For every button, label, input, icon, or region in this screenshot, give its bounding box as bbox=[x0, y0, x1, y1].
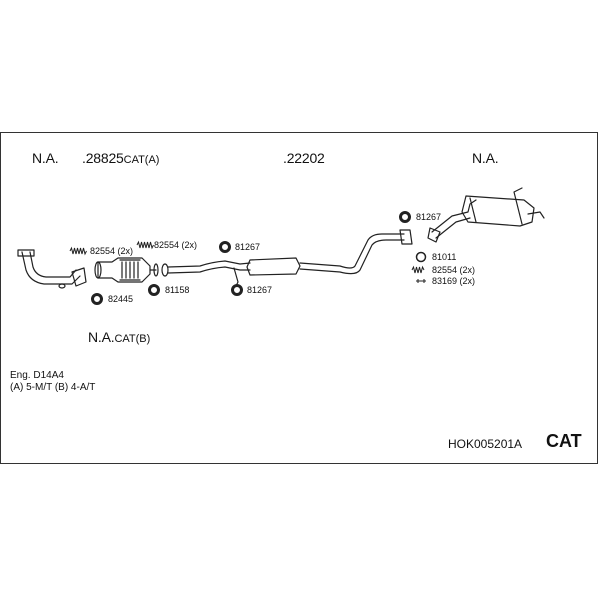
spring-82554-right bbox=[411, 265, 425, 274]
gasket-82445 bbox=[91, 293, 103, 305]
cat-a-number: .28825 bbox=[82, 150, 124, 166]
gasket-81267-bottom bbox=[231, 284, 243, 296]
part-82554-mid: 82554 (2x) bbox=[154, 240, 198, 250]
gasket-81158 bbox=[148, 284, 160, 296]
part-81267-bottom: 81267 bbox=[247, 285, 273, 295]
kit-code: HOK005201A bbox=[448, 437, 523, 451]
right-na-label: N.A. bbox=[472, 150, 499, 166]
cat-a-suffix: CAT(A) bbox=[123, 154, 160, 166]
ring-81011 bbox=[415, 251, 427, 263]
part-81158: 81158 bbox=[165, 285, 190, 295]
spring-82554-left bbox=[69, 246, 87, 256]
cat-badge: CAT bbox=[546, 431, 582, 451]
part-81011: 81011 bbox=[432, 252, 457, 262]
bolt-83169-right bbox=[416, 279, 426, 283]
cat-a-label: .28825CAT(A) bbox=[82, 151, 159, 167]
engine-line-2: (A) 5-M/T (B) 4-A/T bbox=[10, 382, 96, 393]
front-pipe bbox=[17, 249, 87, 289]
part-82554-right: 82554 (2x) bbox=[432, 265, 476, 275]
rear-silencer bbox=[427, 187, 545, 243]
part-83169-right: 83169 (2x) bbox=[432, 276, 476, 286]
cat-b-label: N.A.CAT(B) bbox=[88, 330, 150, 346]
left-na-label: N.A. bbox=[32, 150, 59, 166]
part-81267-top: 81267 bbox=[235, 242, 261, 252]
part-82554-left: 82554 (2x) bbox=[90, 246, 134, 256]
catalytic-converter bbox=[94, 257, 159, 283]
engine-line-1: Eng. D14A4 bbox=[10, 370, 64, 381]
middle-pipe bbox=[161, 229, 413, 287]
gasket-81267-top bbox=[219, 241, 231, 253]
diagram-frame bbox=[0, 132, 598, 464]
part-82445: 82445 bbox=[108, 294, 134, 304]
part-81267-right: 81267 bbox=[416, 212, 442, 222]
middle-number-label: .22202 bbox=[283, 150, 325, 166]
cat-b-suffix: CAT(B) bbox=[114, 333, 151, 345]
spring-82554-mid bbox=[136, 240, 154, 250]
cat-b-prefix: N.A. bbox=[88, 329, 115, 345]
gasket-81267-right bbox=[399, 211, 411, 223]
